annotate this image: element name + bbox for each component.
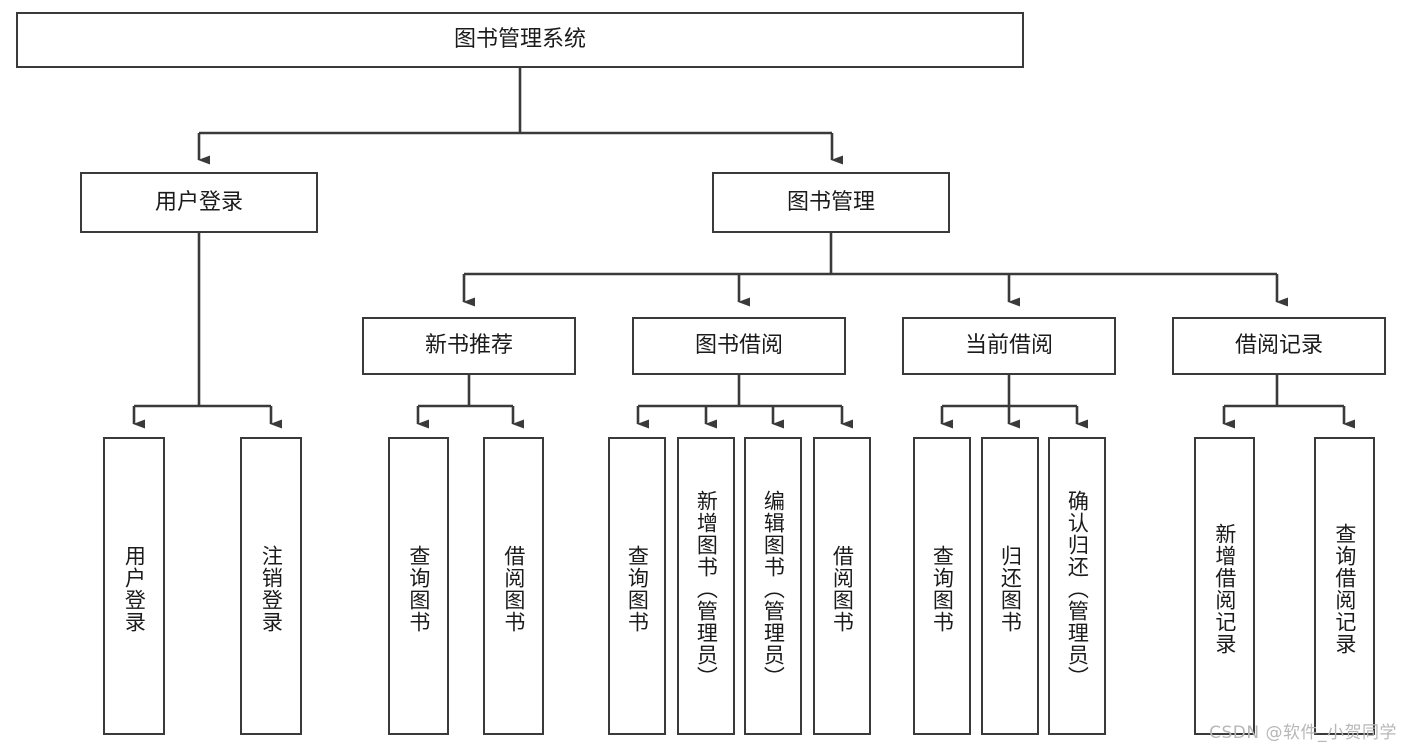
node-book-borrow[interactable]: 图书借阅 xyxy=(632,317,846,375)
leaf-confirm-return-admin[interactable]: 确认归还（管理员） xyxy=(1048,437,1106,735)
leaf-query-book-borrow[interactable]: 查询图书 xyxy=(608,437,666,735)
leaf-query-book-recommend[interactable]: 查询图书 xyxy=(388,437,449,735)
leaf-query-book-current-label: 查询图书 xyxy=(930,545,955,633)
leaf-add-borrow-record-label: 新增借阅记录 xyxy=(1212,523,1237,655)
leaf-edit-book-admin[interactable]: 编辑图书（管理员） xyxy=(744,437,802,735)
leaf-query-book-current[interactable]: 查询图书 xyxy=(913,437,971,735)
leaf-logout-label: 注销登录 xyxy=(259,545,284,633)
node-borrow-record-label: 借阅记录 xyxy=(1234,333,1323,359)
leaf-borrow-book-recommend[interactable]: 借阅图书 xyxy=(483,437,544,735)
csdn-watermark: CSDN @软件_小贺同学 xyxy=(1209,723,1397,743)
leaf-borrow-book-recommend-label: 借阅图书 xyxy=(501,545,526,633)
leaf-add-book-admin[interactable]: 新增图书（管理员） xyxy=(677,437,735,735)
node-user-login-label: 用户登录 xyxy=(154,189,243,215)
node-book-management[interactable]: 图书管理 xyxy=(712,172,950,233)
node-borrow-record[interactable]: 借阅记录 xyxy=(1172,317,1386,375)
leaf-return-book[interactable]: 归还图书 xyxy=(981,437,1039,735)
node-root[interactable]: 图书管理系统 xyxy=(16,12,1024,68)
leaf-edit-book-admin-label: 编辑图书（管理员） xyxy=(761,490,786,688)
leaf-logout[interactable]: 注销登录 xyxy=(240,437,302,735)
node-new-book-recommend[interactable]: 新书推荐 xyxy=(362,317,576,375)
node-root-label: 图书管理系统 xyxy=(453,27,586,53)
leaf-user-login-label: 用户登录 xyxy=(122,545,147,633)
leaf-add-borrow-record[interactable]: 新增借阅记录 xyxy=(1194,437,1255,735)
node-current-borrow-label: 当前借阅 xyxy=(964,333,1053,359)
node-user-login[interactable]: 用户登录 xyxy=(80,172,318,233)
leaf-borrow-book-label: 借阅图书 xyxy=(830,545,855,633)
leaf-query-book-recommend-label: 查询图书 xyxy=(406,545,431,633)
leaf-user-login[interactable]: 用户登录 xyxy=(103,437,165,735)
leaf-return-book-label: 归还图书 xyxy=(998,545,1023,633)
leaf-add-book-admin-label: 新增图书（管理员） xyxy=(694,490,719,688)
node-new-book-recommend-label: 新书推荐 xyxy=(424,333,513,359)
leaf-query-borrow-record[interactable]: 查询借阅记录 xyxy=(1314,437,1375,735)
leaf-confirm-return-admin-label: 确认归还（管理员） xyxy=(1065,490,1090,688)
node-current-borrow[interactable]: 当前借阅 xyxy=(902,317,1116,375)
node-book-borrow-label: 图书借阅 xyxy=(694,333,783,359)
leaf-borrow-book[interactable]: 借阅图书 xyxy=(813,437,871,735)
leaf-query-book-borrow-label: 查询图书 xyxy=(625,545,650,633)
leaf-query-borrow-record-label: 查询借阅记录 xyxy=(1332,523,1357,655)
node-book-management-label: 图书管理 xyxy=(786,189,875,215)
